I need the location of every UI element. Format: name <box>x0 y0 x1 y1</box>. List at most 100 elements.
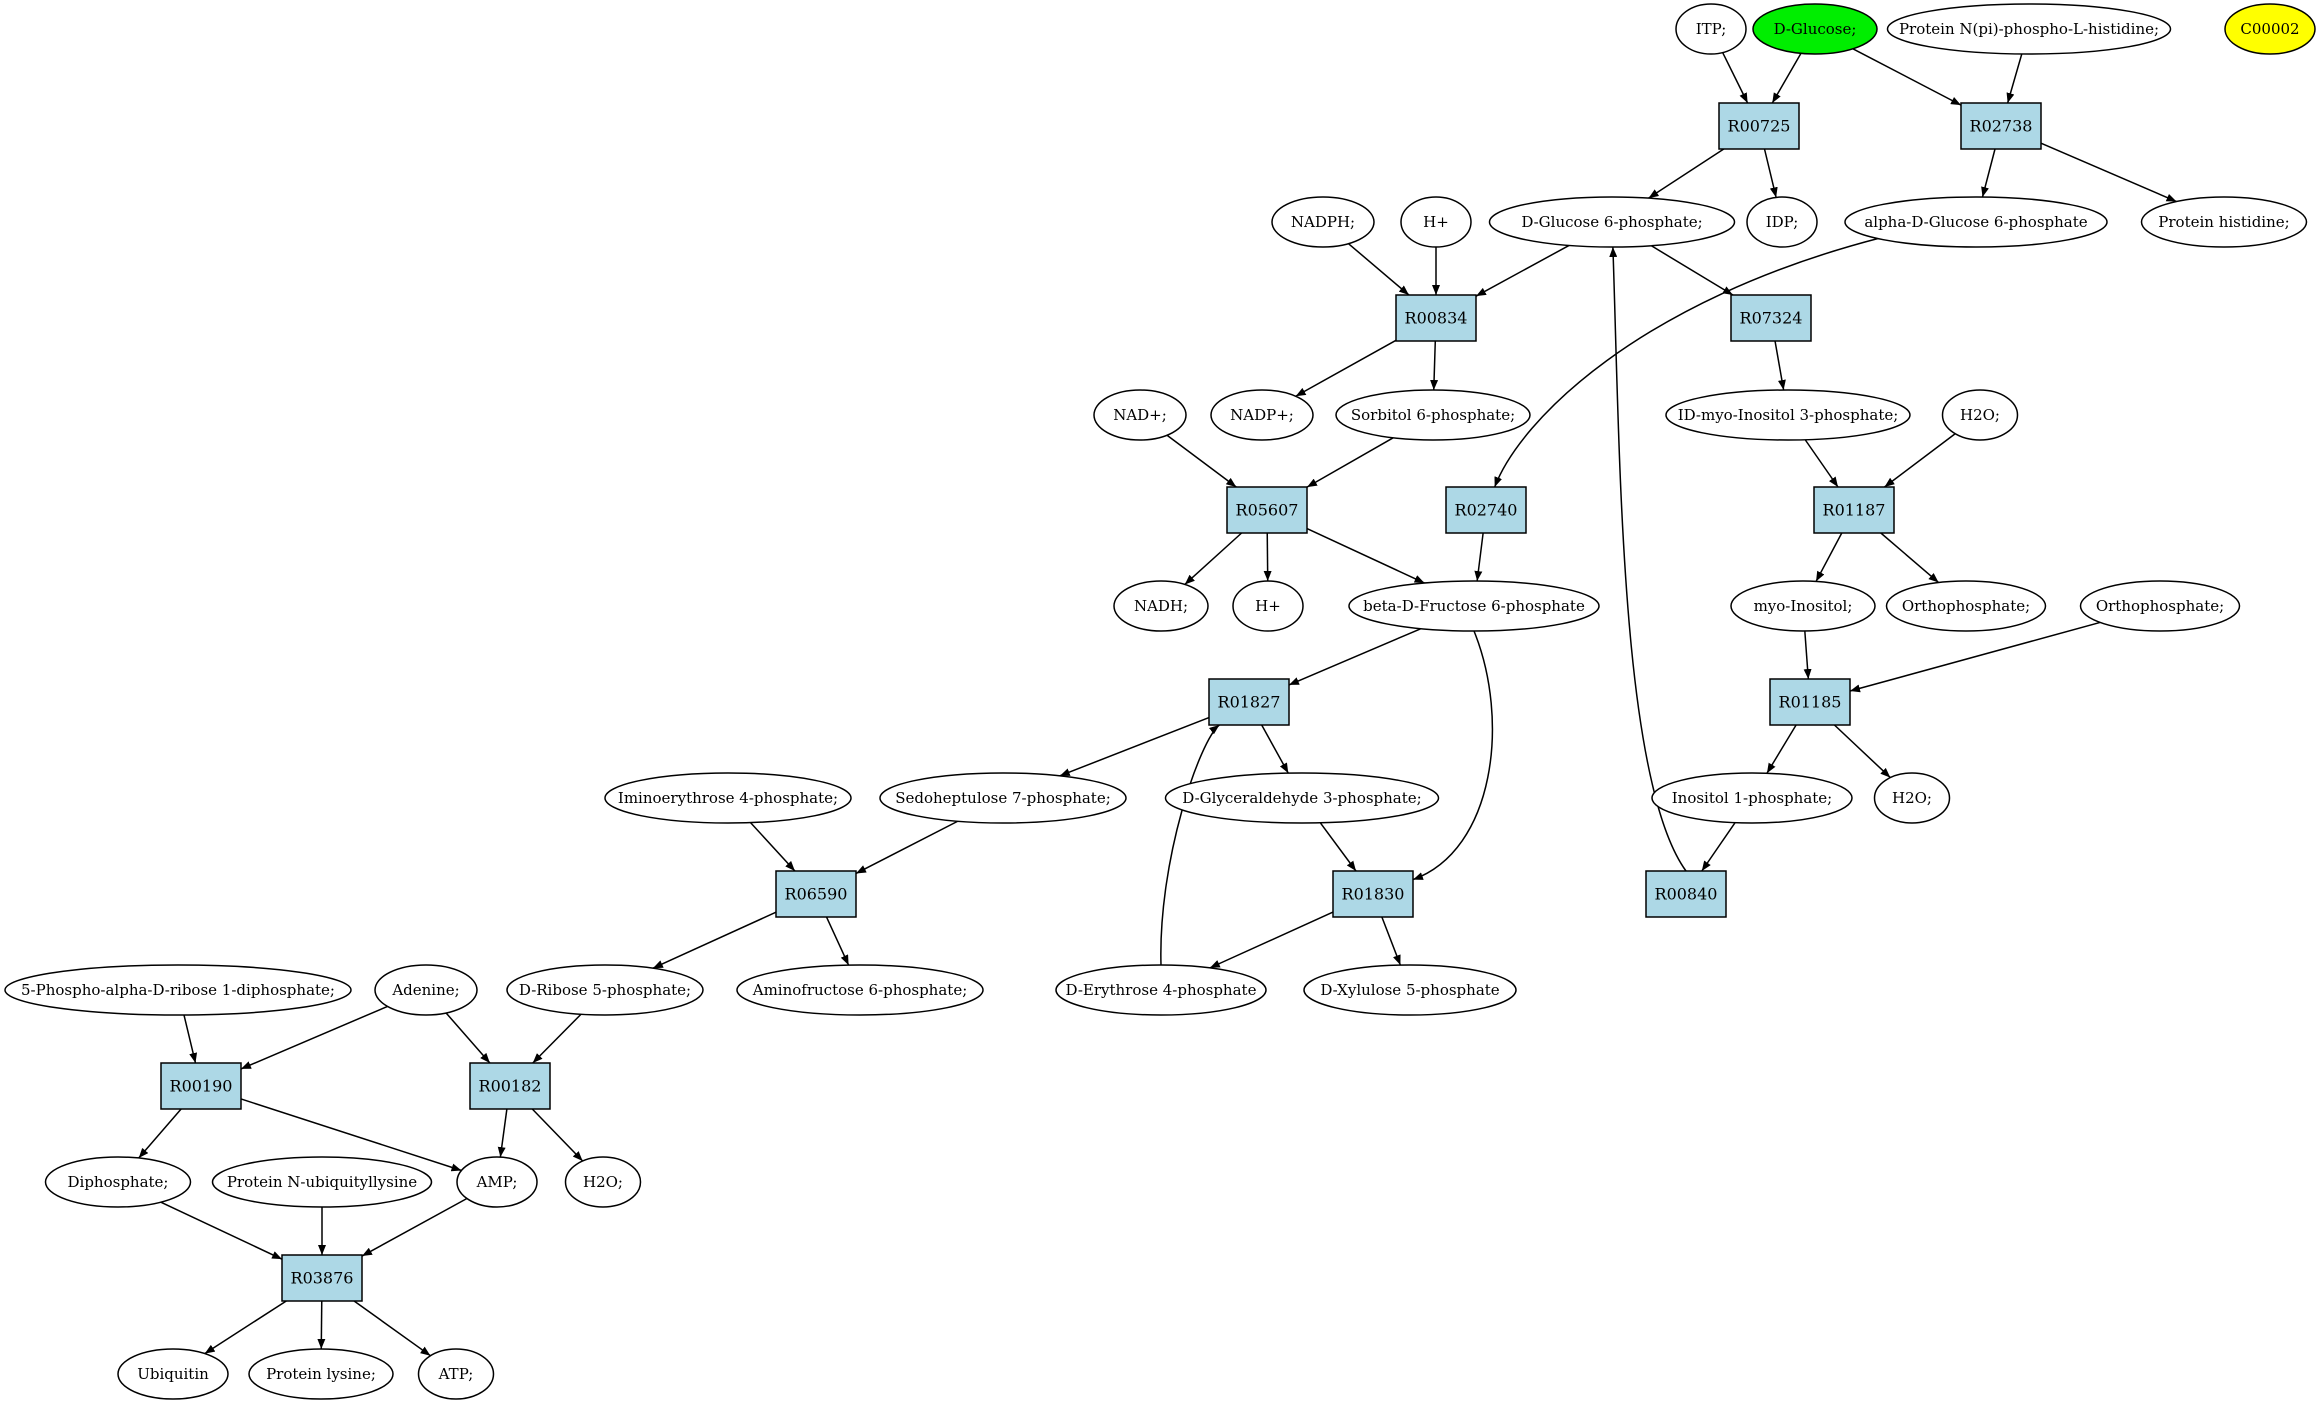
compound-node-proteinnpi[interactable]: Protein N(pi)-phospho-L-histidine; <box>1886 3 2172 55</box>
compound-ellipse <box>1752 3 1878 55</box>
compound-ellipse <box>1844 196 2108 248</box>
edge-r02738-to-adg6p <box>1981 148 1996 198</box>
node-label: R06590 <box>785 885 848 904</box>
edge-r03876-to-ubiquitin <box>204 1300 287 1355</box>
reaction-box <box>160 1062 242 1110</box>
reaction-node-r07324[interactable]: R07324 <box>1730 294 1812 342</box>
compound-node-de4p[interactable]: D-Erythrose 4-phosphate <box>1055 964 1267 1016</box>
compound-node-prpp[interactable]: 5-Phospho-alpha-D-ribose 1-diphosphate; <box>4 964 352 1016</box>
edge-r01827-to-dga3p <box>1261 724 1289 774</box>
compound-node-myoinositol[interactable]: myo-Inositol; <box>1730 580 1876 632</box>
edge-r02738-to-prothis <box>2040 142 2177 203</box>
compound-ellipse <box>44 1156 192 1208</box>
edge-nadplus-to-r05607 <box>1166 434 1237 488</box>
compound-node-h2o1[interactable]: H2O; <box>1941 389 2019 441</box>
node-label: R00834 <box>1405 309 1468 328</box>
reaction-node-r00182[interactable]: R00182 <box>469 1062 551 1110</box>
compound-node-h2o3[interactable]: H2O; <box>564 1156 642 1208</box>
reaction-box <box>1208 678 1290 726</box>
compound-node-idp[interactable]: IDP; <box>1746 196 1818 248</box>
reaction-node-r00834[interactable]: R00834 <box>1395 294 1477 342</box>
compound-node-nadplus[interactable]: NAD+; <box>1093 389 1187 441</box>
compound-ellipse <box>1055 964 1267 1016</box>
edge-nadph-to-r00834 <box>1348 243 1410 296</box>
node-label: Protein N(pi)-phospho-L-histidine; <box>1899 20 2159 38</box>
compound-node-imino[interactable]: Iminoerythrose 4-phosphate; <box>604 772 852 824</box>
node-label: R01185 <box>1779 693 1842 712</box>
edge-bdf6p-to-r01830 <box>1412 630 1494 881</box>
reaction-node-r02738[interactable]: R02738 <box>1960 102 2042 150</box>
node-label: alpha-D-Glucose 6-phosphate <box>1864 213 2087 231</box>
compound-ellipse <box>879 772 1127 824</box>
reaction-node-r01830[interactable]: R01830 <box>1332 870 1414 918</box>
compound-node-diphos[interactable]: Diphosphate; <box>44 1156 192 1208</box>
node-label: Diphosphate; <box>68 1173 169 1191</box>
compound-ellipse <box>1886 3 2172 55</box>
compound-node-hplus2[interactable]: H+ <box>1232 580 1304 632</box>
compound-node-sedo[interactable]: Sedoheptulose 7-phosphate; <box>879 772 1127 824</box>
compound-node-ino1p[interactable]: Inositol 1-phosphate; <box>1651 772 1853 824</box>
reaction-node-r02740[interactable]: R02740 <box>1445 486 1527 534</box>
edges-layer <box>138 48 2177 1357</box>
compound-node-protnubq[interactable]: Protein N-ubiquityllysine <box>211 1156 433 1208</box>
reaction-node-r01187[interactable]: R01187 <box>1813 486 1895 534</box>
node-label: beta-D-Fructose 6-phosphate <box>1363 597 1585 615</box>
edge-de4p-to-r01827 <box>1160 724 1220 966</box>
compound-node-idmyo[interactable]: ID-myo-Inositol 3-phosphate; <box>1665 389 1911 441</box>
compound-node-orthop1[interactable]: Orthophosphate; <box>1885 580 2047 632</box>
compound-ellipse <box>456 1156 538 1208</box>
compound-node-protlys[interactable]: Protein lysine; <box>248 1348 394 1400</box>
compound-node-adg6p[interactable]: alpha-D-Glucose 6-phosphate <box>1844 196 2108 248</box>
reaction-node-r01827[interactable]: R01827 <box>1208 678 1290 726</box>
compound-node-amf6p[interactable]: Aminofructose 6-phosphate; <box>736 964 984 1016</box>
nodes-layer: ITP;D-Glucose; Protein N(pi)-phospho-L-hi… <box>4 3 2316 1400</box>
reaction-node-r00840[interactable]: R00840 <box>1645 870 1727 918</box>
compound-node-bdf6p[interactable]: beta-D-Fructose 6-phosphate <box>1348 580 1600 632</box>
compound-node-dg6p[interactable]: D-Glucose 6-phosphate; <box>1488 196 1736 248</box>
reaction-node-r03876[interactable]: R03876 <box>281 1254 363 1302</box>
compound-node-hplus1[interactable]: H+ <box>1400 196 1472 248</box>
compound-node-dx5p[interactable]: D-Xylulose 5-phosphate <box>1303 964 1517 1016</box>
compound-node-prothis[interactable]: Protein histidine; <box>2140 196 2308 248</box>
compound-node-orthop2[interactable]: Orthophosphate; <box>2079 580 2241 632</box>
compound-node-dga3p[interactable]: D-Glyceraldehyde 3-phosphate; <box>1164 772 1440 824</box>
compound-ellipse <box>1665 389 1911 441</box>
edge-dglucose-to-r02738 <box>1852 48 1962 106</box>
compound-ellipse <box>1675 3 1747 55</box>
node-label: C00002 <box>2240 20 2299 38</box>
reaction-node-r06590[interactable]: R06590 <box>775 870 857 918</box>
compound-node-itp[interactable]: ITP; <box>1675 3 1747 55</box>
compound-node-h2o2[interactable]: H2O; <box>1873 772 1951 824</box>
reaction-node-r00190[interactable]: R00190 <box>160 1062 242 1110</box>
compound-ellipse <box>2079 580 2241 632</box>
compound-node-c00002[interactable]: C00002 <box>2224 3 2316 55</box>
node-label: D-Erythrose 4-phosphate <box>1066 981 1257 999</box>
reaction-node-r05607[interactable]: R05607 <box>1226 486 1308 534</box>
node-label: Sedoheptulose 7-phosphate; <box>895 789 1111 807</box>
compound-node-atp[interactable]: ATP; <box>417 1348 495 1400</box>
compound-node-amp[interactable]: AMP; <box>456 1156 538 1208</box>
compound-node-ubiquitin[interactable]: Ubiquitin <box>117 1348 229 1400</box>
node-label: Inositol 1-phosphate; <box>1672 789 1833 807</box>
edge-r00834-to-sorb6p <box>1430 340 1439 391</box>
edge-r07324-to-idmyo <box>1774 340 1786 391</box>
reaction-node-r01185[interactable]: R01185 <box>1769 678 1851 726</box>
compound-node-nadpplus[interactable]: NADP+; <box>1210 389 1314 441</box>
compound-node-dglucose[interactable]: D-Glucose; <box>1752 3 1878 55</box>
compound-ellipse <box>1271 196 1375 248</box>
edge-r03876-to-protlys <box>317 1300 326 1350</box>
compound-ellipse <box>1400 196 1472 248</box>
compound-ellipse <box>417 1348 495 1400</box>
reaction-node-r00725[interactable]: R00725 <box>1718 102 1800 150</box>
reaction-box <box>1730 294 1812 342</box>
compound-node-adenine[interactable]: Adenine; <box>374 964 478 1016</box>
compound-node-nadh[interactable]: NADH; <box>1113 580 1209 632</box>
compound-ellipse <box>1093 389 1187 441</box>
edge-r06590-to-amf6p <box>825 916 850 966</box>
compound-ellipse <box>564 1156 642 1208</box>
compound-node-dr5p[interactable]: D-Ribose 5-phosphate; <box>506 964 704 1016</box>
edge-r00190-to-diphos <box>138 1108 182 1159</box>
compound-node-nadph[interactable]: NADPH; <box>1271 196 1375 248</box>
edge-dg6p-to-r07324 <box>1650 245 1734 296</box>
compound-node-sorb6p[interactable]: Sorbitol 6-phosphate; <box>1335 389 1531 441</box>
